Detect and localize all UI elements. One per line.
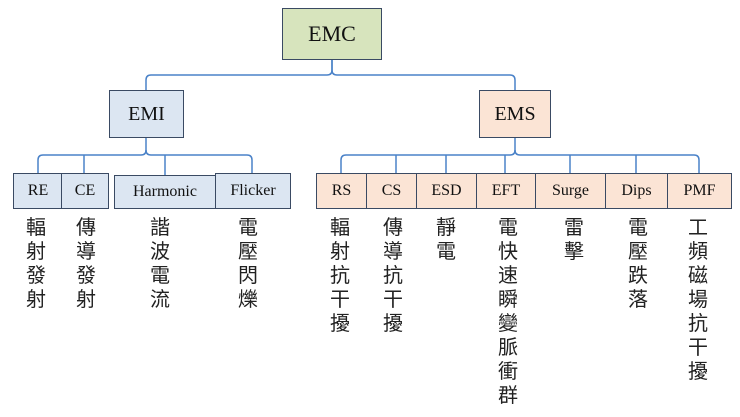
re-node: RE (13, 173, 63, 209)
dips-node: Dips (605, 173, 668, 209)
harmonic-node: Harmonic (114, 175, 216, 209)
flicker-node: Flicker (215, 173, 291, 209)
dips-description: 電壓跌落 (628, 215, 648, 311)
cs-description: 傳導抗干擾 (383, 215, 403, 335)
cs-node: CS (366, 173, 417, 209)
connector-ems-bus-right (514, 149, 700, 173)
flicker-description: 電壓閃爍 (238, 215, 258, 311)
connector-emi-bus-right (145, 149, 253, 173)
ce-node: CE (61, 173, 109, 209)
esd-description: 靜電 (436, 215, 456, 263)
ce-description: 傳導發射 (76, 215, 96, 311)
rs-description: 輻射抗干擾 (330, 215, 350, 335)
emc-root-node: EMC (282, 8, 382, 60)
harmonic-description: 諧波電流 (150, 215, 170, 311)
eft-node: EFT (476, 173, 536, 209)
connector-emi-bus-left (37, 149, 147, 173)
pmf-description: 工頻磁場抗干擾 (688, 215, 708, 383)
connector-ems-bus-left (340, 149, 516, 173)
re-description: 輻射發射 (26, 215, 46, 311)
eft-description: 電快速瞬變脈衝群 (498, 215, 518, 407)
emi-node: EMI (109, 90, 184, 138)
surge-node: Surge (535, 173, 606, 209)
esd-node: ESD (416, 173, 477, 209)
ems-node: EMS (479, 90, 551, 138)
connector-emc-ems (331, 60, 516, 90)
surge-description: 雷擊 (564, 215, 584, 263)
pmf-node: PMF (667, 173, 732, 209)
connector-emc-emi (145, 60, 333, 90)
rs-node: RS (316, 173, 367, 209)
